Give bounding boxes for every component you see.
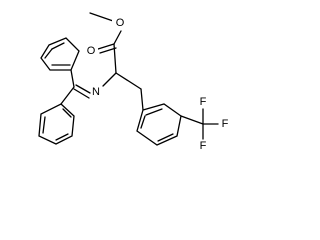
bond-methyl-ester-o xyxy=(89,12,117,23)
bond-alpha-nitrogen xyxy=(102,72,117,87)
lower-phenyl-ring xyxy=(38,103,75,145)
atom-ester-oxygen: O xyxy=(116,17,125,29)
atom-imine-nitrogen: N xyxy=(92,86,100,98)
bond-upper-phenyl-imine-c xyxy=(70,69,75,88)
upper-phenyl-inner-1 xyxy=(51,42,65,50)
aryl-inner-2 xyxy=(157,133,174,142)
bond-alpha-ch2 xyxy=(115,72,142,90)
bond-ch2-ring xyxy=(140,88,144,111)
bond-carbonyl-double-1 xyxy=(97,43,115,50)
lower-phenyl-inner-3 xyxy=(42,116,46,134)
trifluoromethylphenyl-ring: F F F xyxy=(136,96,229,152)
bond-imine-double-2 xyxy=(73,88,90,99)
lower-phenyl-inner-2 xyxy=(55,133,69,141)
aryl-hexagon xyxy=(136,103,182,146)
backbone: N xyxy=(60,43,144,111)
atom-carbonyl-oxygen: O xyxy=(87,45,96,57)
bond-aryl-cf3 xyxy=(180,115,204,125)
bond-carbonyl-double-2 xyxy=(99,47,117,54)
bond-imine-double-1 xyxy=(75,84,91,94)
upper-phenyl-ring xyxy=(40,37,80,88)
bond-carbonyl-alpha xyxy=(113,43,117,74)
bond-imine-c-lower-phenyl xyxy=(60,86,75,105)
lower-phenyl-inner-1 xyxy=(62,108,72,118)
upper-phenyl-inner-3 xyxy=(44,48,53,59)
aryl-inner-3 xyxy=(140,115,146,129)
lower-phenyl-hexagon xyxy=(38,103,75,145)
bond-ester-o-carbonyl-c xyxy=(113,30,122,45)
atom-fluorine-bottom: F xyxy=(200,140,207,152)
chemical-structure-diagram: O O N F xyxy=(38,12,229,152)
atom-fluorine-top: F xyxy=(200,96,207,108)
atom-fluorine-right: F xyxy=(222,118,229,130)
methyl-ester-group: O O xyxy=(84,12,126,58)
aryl-inner-1 xyxy=(145,108,163,116)
